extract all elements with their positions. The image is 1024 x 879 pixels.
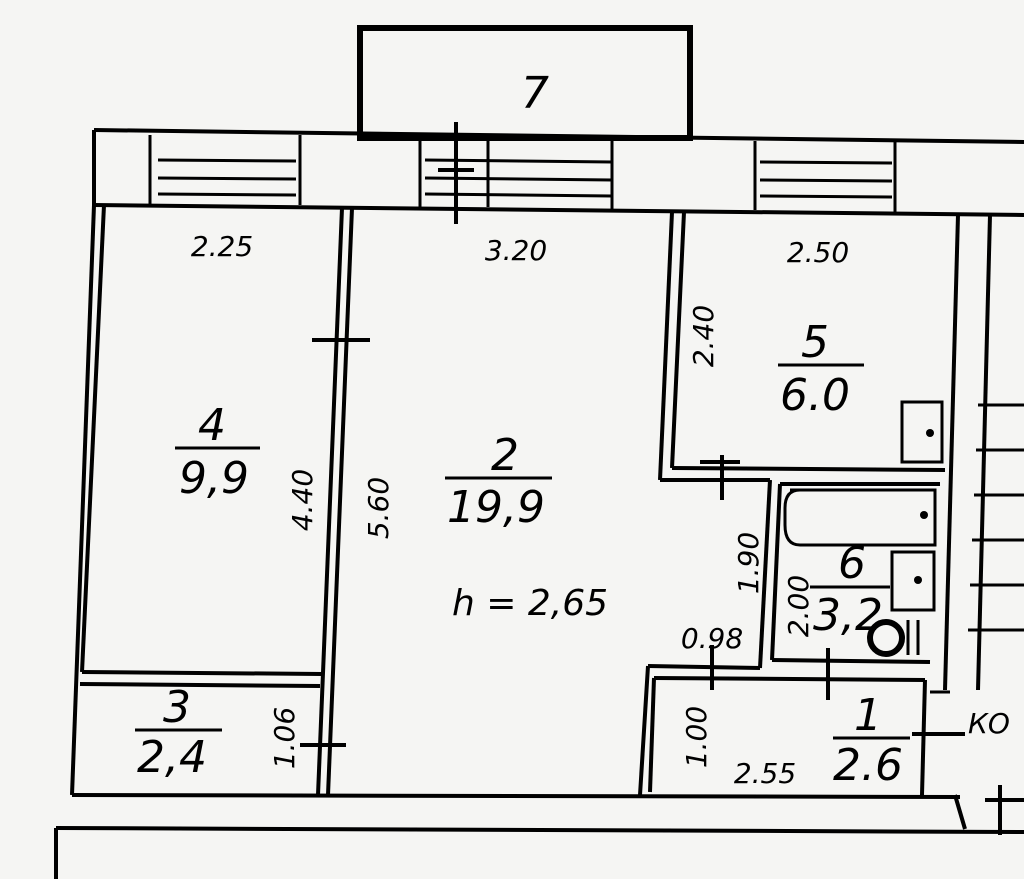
room-4-area: 9,9 xyxy=(179,453,249,504)
room-4-number: 4 xyxy=(198,400,226,451)
room-6-number: 6 xyxy=(838,538,866,589)
room-3-area: 2,4 xyxy=(137,732,207,783)
ceiling-height-label: h = 2,65 xyxy=(452,583,608,624)
room-6-area: 3,2 xyxy=(813,590,883,641)
stove xyxy=(900,400,944,464)
window-center xyxy=(424,122,613,224)
room-1-area: 2.6 xyxy=(833,740,903,791)
dim-2-40: 2.40 xyxy=(687,305,720,367)
dim-1-06: 1.06 xyxy=(268,707,301,769)
dim-3-20: 3.20 xyxy=(485,234,547,267)
window-left xyxy=(157,158,297,197)
dim-2-00: 2.00 xyxy=(782,575,815,637)
room-2-number: 2 xyxy=(491,430,519,481)
exterior-bottom-wall xyxy=(55,793,1024,834)
window-right xyxy=(759,160,893,199)
ko-label: КО xyxy=(968,707,1010,740)
room-2-area: 19,9 xyxy=(447,482,545,533)
bathroom-walls xyxy=(758,479,940,669)
exterior-top-wall xyxy=(92,128,1024,217)
dim-2-50: 2.50 xyxy=(787,236,849,269)
kitchen-walls xyxy=(658,211,946,500)
stairwell xyxy=(943,214,1024,835)
bathtub xyxy=(783,488,937,547)
dim-1-00: 1.00 xyxy=(680,706,713,768)
exterior-left-wall xyxy=(54,204,106,879)
dim-1-90: 1.90 xyxy=(732,532,765,594)
balcony-outline xyxy=(357,25,693,141)
room-5-area: 6.0 xyxy=(780,370,850,421)
partition-4-3 xyxy=(79,670,323,688)
room-5-number: 5 xyxy=(801,317,829,368)
dim-4-40: 4.40 xyxy=(286,469,319,531)
corridor-walls xyxy=(638,645,965,796)
dim-5-60: 5.60 xyxy=(362,477,395,539)
dim-0-98: 0.98 xyxy=(681,622,743,655)
toilet xyxy=(867,619,905,657)
room-1-number: 1 xyxy=(854,690,882,741)
room-3-number: 3 xyxy=(163,682,191,733)
sink xyxy=(890,550,936,612)
room-7-number: 7 xyxy=(521,68,549,119)
partition-4-2 xyxy=(300,207,370,796)
dim-2-25: 2.25 xyxy=(191,230,253,263)
dim-2-55: 2.55 xyxy=(734,757,796,790)
